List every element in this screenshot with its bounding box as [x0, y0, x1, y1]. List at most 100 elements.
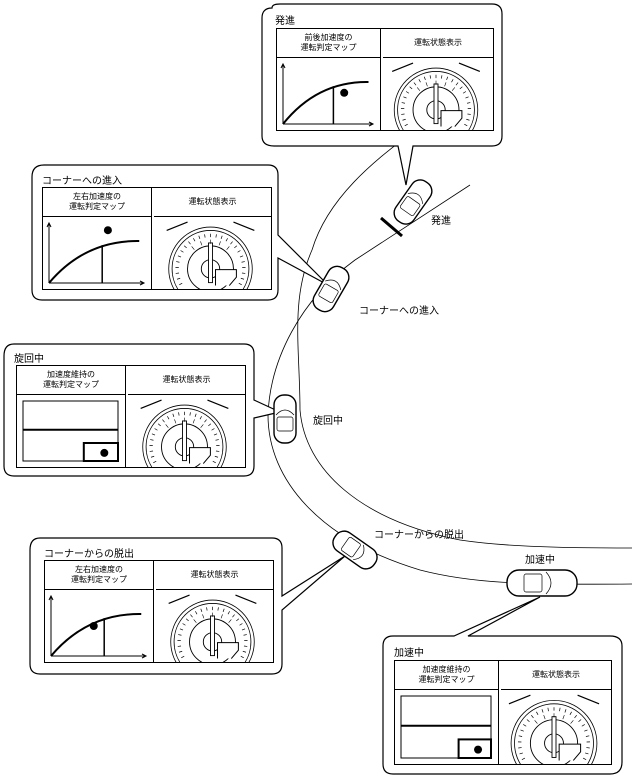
bezel-mark-right — [577, 694, 600, 705]
callout-title-accelerating: 加速中 — [394, 648, 424, 659]
gauge-tick — [215, 439, 219, 441]
indicator-glow-ray — [174, 419, 177, 424]
gauge-tick — [526, 719, 530, 723]
callout-title-corner-exit: コーナーからの脱出 — [44, 549, 134, 560]
indicator-glow-ray — [228, 619, 232, 623]
gauge-tick — [178, 650, 183, 653]
panel-corner-exit: 左右加速度の運転判定マップ運転状態表示 — [44, 560, 274, 663]
gauge-outer-ring — [168, 226, 253, 289]
gauge-tick — [213, 433, 218, 436]
gauge-tick — [214, 455, 219, 458]
gauge-tick — [531, 715, 534, 719]
gauge-tick — [176, 261, 180, 263]
status-gauge — [391, 62, 481, 130]
gauge-tick — [521, 757, 526, 760]
gauge-tick — [190, 614, 193, 618]
gauge-tick — [200, 608, 203, 613]
callout-title-start: 発進 — [275, 16, 295, 27]
start-line — [380, 216, 403, 238]
panel-divider — [151, 217, 152, 289]
gauge-tick — [520, 729, 524, 732]
map-header-line1: 加速度維持の — [47, 370, 95, 379]
y-axis-arrow — [280, 62, 286, 69]
gauge-tick — [236, 618, 240, 622]
indicator-glow-ray — [543, 714, 546, 720]
map-header: 左右加速度の運転判定マップ — [43, 188, 152, 217]
gauge-tick — [176, 277, 181, 280]
gauge-tick — [185, 618, 189, 622]
x-axis-arrow — [139, 280, 146, 286]
map-header: 左右加速度の運転判定マップ — [45, 561, 154, 590]
gauge-tick — [402, 118, 406, 121]
gauge-tick — [150, 439, 154, 441]
map-header-line1: 前後加速度の — [304, 33, 353, 42]
gauge-tick — [181, 655, 185, 659]
road-inner-edge — [297, 129, 632, 549]
indicator-glow-ray — [165, 424, 169, 428]
gauge-tick — [225, 238, 228, 242]
gauge-tick — [179, 282, 183, 286]
indicator-glow-ray — [534, 720, 538, 724]
gauge-tick — [172, 413, 175, 418]
gauge-tick — [208, 423, 212, 427]
gauge-tick — [446, 76, 449, 81]
gauge-needle — [182, 420, 187, 462]
gauge-tick — [153, 460, 157, 464]
gauge-tick — [178, 634, 182, 636]
gauge-tick — [167, 416, 170, 420]
gauge-tick — [212, 460, 216, 464]
gauge-tick — [541, 709, 544, 713]
gauge-tick — [569, 711, 572, 715]
map-frame — [400, 695, 492, 759]
car-start — [393, 179, 433, 225]
gauge-needle — [208, 242, 213, 284]
gauge-tick — [459, 86, 463, 90]
bezel-mark-left — [140, 399, 162, 409]
state-dot — [474, 745, 483, 754]
map-header-line1: 左右加速度の — [73, 192, 121, 201]
gauge-tick — [183, 245, 187, 249]
car-corner-entry — [312, 265, 350, 313]
status-indicator-box — [558, 743, 582, 761]
bezel-mark-left — [391, 62, 414, 72]
gauge-tick — [403, 96, 407, 99]
gauge-tick — [237, 250, 241, 253]
gauge-tick — [466, 118, 470, 121]
indicator-glow-ray — [218, 241, 221, 246]
judgement-map — [400, 695, 492, 760]
judgement-map — [22, 400, 120, 462]
panel-start: 前後加速度の運転判定マップ運転状態表示 — [276, 28, 494, 131]
gauge-tick — [464, 123, 468, 127]
gauge-tick — [188, 241, 191, 245]
state-dot — [103, 226, 112, 235]
map-header-line2: 運転判定マップ — [43, 380, 99, 389]
gauge-tick — [564, 709, 567, 713]
target-box — [82, 442, 120, 462]
gauge-tick — [198, 235, 201, 240]
gauge-tick — [239, 623, 243, 626]
gauge-tick — [189, 412, 191, 416]
gauge-tick — [151, 433, 156, 436]
gauge-tick — [177, 255, 182, 258]
indicator-glow-ray — [451, 87, 456, 91]
gauge-tick — [455, 82, 459, 86]
panel-divider — [498, 690, 499, 764]
gauge-outer-ring — [510, 699, 598, 764]
judgement-map — [280, 62, 375, 127]
indicator-glow-ray — [570, 720, 574, 724]
gauge-tick — [195, 611, 198, 615]
threshold-curve — [48, 239, 140, 284]
gauge-tick — [519, 752, 523, 755]
gauge-tick — [194, 413, 197, 418]
bezel-mark-left — [168, 594, 190, 604]
gauge-tick — [581, 724, 585, 727]
road-outer-edge — [267, 184, 632, 585]
gauge-needle — [210, 615, 215, 657]
gauge-tick — [239, 255, 244, 258]
map-header: 加速度維持の運転判定マップ — [395, 661, 499, 690]
gauge-tick — [222, 608, 225, 613]
callout-title-corner-entry: コーナーへの進入 — [42, 176, 122, 187]
gauge-tick — [584, 729, 588, 732]
indicator-glow-ray — [192, 419, 195, 424]
status-indicator-box — [189, 447, 211, 464]
